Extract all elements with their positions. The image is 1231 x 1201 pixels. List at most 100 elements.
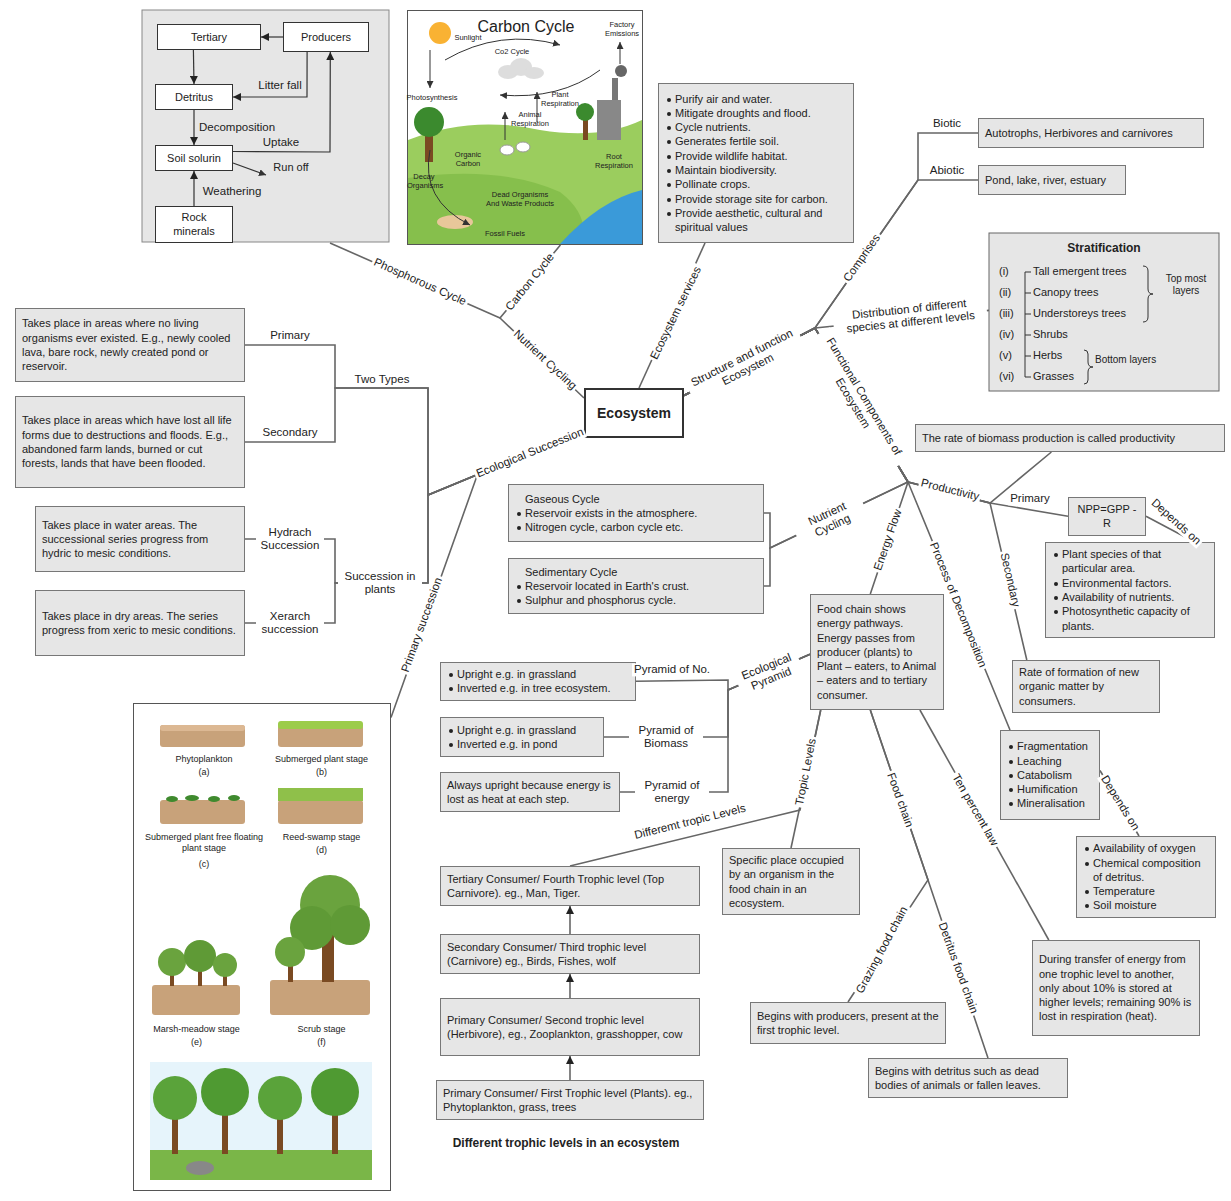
info-box: The rate of biomass production is called… — [915, 424, 1225, 452]
connector — [569, 974, 570, 998]
text-label: Fossil Fuels — [483, 230, 527, 239]
node-text: Upright e.g. in grassland — [447, 723, 597, 737]
node-text: Photosynthetic capacity of plants. — [1052, 604, 1208, 633]
node-text: (a) — [154, 767, 254, 778]
node-text: Plant species of that particular area. — [1052, 547, 1208, 576]
node-text: Canopy trees — [1033, 286, 1143, 299]
node-text: Maintain biodiversity. — [665, 163, 847, 177]
edge-label: Pyramid of energy — [635, 779, 709, 805]
text-label: Run off — [271, 161, 310, 174]
node-text: Gaseous Cycle — [515, 492, 757, 506]
node-text: Rock minerals — [160, 210, 228, 239]
info-box: Pond, lake, river, estuary — [978, 165, 1126, 195]
stratification-box: Stratification(i)Tall emergent trees(ii)… — [989, 233, 1219, 391]
edge-label: Differemt tropic Levels — [631, 801, 749, 842]
info-box: Begins with detritus such as dead bodies… — [868, 1058, 1068, 1098]
connector — [569, 1056, 570, 1080]
node-text: (c) — [139, 859, 269, 870]
node-text: Begins with producers, present at the fi… — [757, 1009, 939, 1038]
node-text: Primary Consumer/ First Trophic level (P… — [443, 1086, 697, 1115]
connector — [233, 52, 307, 97]
node-text: (i) — [999, 265, 1023, 278]
text-label: Sunlight — [452, 34, 483, 43]
bullet-box: Upright e.g. in grasslandInverted e.g. i… — [440, 662, 636, 701]
text-label: Food chain — [883, 769, 916, 831]
text-label: Productivity — [918, 476, 983, 504]
node-text: Ecosystem — [592, 404, 676, 422]
node-text: Leaching — [1007, 754, 1093, 768]
node-text: Tertiary — [162, 30, 256, 44]
connector — [848, 710, 928, 1002]
bullet-box: Upright e.g. in grasslandInverted e.g. i… — [440, 717, 604, 757]
node-text: Provide aesthetic, cultural and spiritua… — [665, 206, 847, 235]
edge-label: Grazing food chain — [853, 903, 912, 998]
cycle-box: Rock minerals — [155, 206, 233, 243]
runoff-arrow — [233, 163, 266, 175]
edge-label: Primary — [268, 329, 312, 342]
node-text: (ii) — [999, 286, 1023, 299]
text-label: Structure and function Ecosystem — [684, 324, 806, 404]
text-label: Two Types — [353, 373, 412, 386]
bullet-box: Sedimentary CycleReservoir located in Ea… — [508, 558, 764, 614]
node-text: (v) — [999, 349, 1023, 362]
edge-label: Energy Flow — [871, 506, 906, 575]
edge-label: Primary — [1008, 492, 1052, 505]
edge-label: Xerarch succession — [256, 610, 324, 636]
info-box: Rate of formation of new organic matter … — [1012, 660, 1160, 713]
edge-label: Carbon Cycle — [502, 249, 559, 315]
text-label: Organic Carbon — [441, 151, 495, 168]
connector — [569, 906, 570, 934]
cycle-box: Producers — [283, 22, 369, 52]
connector — [245, 388, 584, 495]
node-text: Pollinate crops. — [665, 177, 847, 191]
info-box: Always upright because energy is lost as… — [440, 772, 620, 812]
text-label: Photosynthesis — [405, 94, 460, 103]
edge-label: Secondary — [261, 426, 320, 439]
bullet-box: Availability of oxygenChemical compositi… — [1076, 836, 1216, 918]
text-label: Decay Organisms — [405, 173, 443, 190]
formula-box: NPP=GPP - R — [1068, 497, 1146, 536]
node-text: Soil solurin — [160, 151, 228, 165]
connector — [245, 345, 584, 495]
node-text: Soil moisture — [1083, 898, 1209, 912]
node-text: Inverted e.g. in tree ecosystem. — [447, 681, 629, 695]
info-box: Food chain shows energy pathways. Energy… — [810, 594, 944, 710]
connector — [233, 52, 330, 152]
node-text: (b) — [259, 767, 384, 778]
edge-label: Pyramid of Biomass — [629, 724, 703, 750]
trophic-box: Tertiary Consumer/ Fourth Trophic level … — [440, 866, 700, 906]
node-text: Producers — [288, 30, 364, 44]
node-text: Chemical composition of detritus. — [1083, 856, 1209, 885]
edge-label: Uptake — [261, 136, 301, 149]
central-topic: Ecosystem — [584, 388, 684, 438]
edge-label: Ten percent law — [948, 770, 1002, 850]
info-box: Specific place occupied by an organism i… — [722, 848, 860, 915]
node-text: Understoreys trees — [1033, 307, 1143, 320]
node-text: Reed-swamp stage — [259, 832, 384, 843]
node-text: Food chain shows energy pathways. Energy… — [817, 602, 937, 702]
bullet-box: Purify air and water.Mitigate droughts a… — [658, 83, 854, 243]
edge-label: Pyramid of No. — [632, 663, 712, 676]
edge-label: Biotic — [931, 117, 963, 130]
text-label: Functional Components of Ecosystem — [807, 327, 909, 473]
bullet-box: Plant species of that particular area.En… — [1045, 542, 1215, 638]
node-text: Begins with detritus such as dead bodies… — [875, 1064, 1061, 1093]
edge-label: Secondary — [997, 550, 1023, 610]
node-text: Shrubs — [1033, 328, 1143, 341]
node-text: Autotrophs, Herbivores and carnivores — [985, 126, 1197, 140]
node-text: Reservoir exists in the atmosphere. — [515, 506, 757, 520]
text-label: Succession in plants — [338, 570, 422, 596]
info-box: Takes place in areas where no living org… — [15, 308, 245, 382]
branch-line — [330, 243, 500, 318]
text-label: Nutrient Cycling — [509, 326, 580, 394]
node-text: Top most layers — [1157, 273, 1215, 297]
node-text: Generates fertile soil. — [665, 134, 847, 148]
edge-label: Depends on — [1097, 771, 1143, 834]
node-text: Takes place in water areas. The successi… — [42, 518, 238, 561]
succession-panel: Phytoplankton(a)Submerged plant stage(b)… — [133, 703, 391, 1191]
node-text: During transfer of energy from one troph… — [1039, 952, 1193, 1023]
info-box: Takes place in dry areas. The series pro… — [35, 590, 245, 656]
node-text: Mitigate droughts and flood. — [665, 106, 847, 120]
text-label: Co2 Cycle — [493, 48, 532, 57]
